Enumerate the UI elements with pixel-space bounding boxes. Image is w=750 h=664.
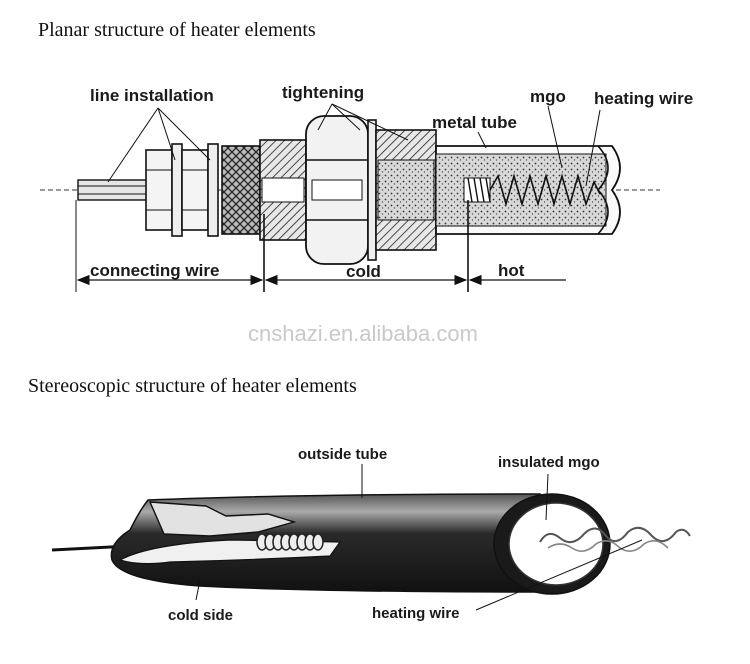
mgo-filling xyxy=(435,153,607,227)
label-cold-side: cold side xyxy=(168,607,233,624)
stereo-leader-lines xyxy=(195,464,643,611)
label-outside-tube: outside tube xyxy=(298,446,387,463)
installation-washer-2 xyxy=(207,143,219,237)
label-tightening: tightening xyxy=(282,83,364,102)
installation-washer-1 xyxy=(171,143,183,237)
installation-nut-2 xyxy=(181,149,209,231)
label-mgo: mgo xyxy=(530,87,566,106)
planar-title: Planar structure of heater elements xyxy=(38,19,316,41)
stereo-drawing: outside tube insulated mgo cold side hea… xyxy=(51,446,691,624)
dimension-lines xyxy=(75,200,566,292)
label-cold: cold xyxy=(346,262,381,281)
stereo-title: Stereoscopic structure of heater element… xyxy=(28,375,357,397)
label-hot: hot xyxy=(498,261,525,280)
watermark: cnshazi.en.alibaba.com xyxy=(248,321,478,346)
label-metal-tube: metal tube xyxy=(432,113,517,132)
leader-lines xyxy=(107,103,601,187)
flange-gasket xyxy=(367,119,377,261)
planar-drawing: line installation tightening mgo heating… xyxy=(40,83,693,292)
label-stereo-heating-wire: heating wire xyxy=(372,605,460,622)
label-heating-wire: heating wire xyxy=(594,89,693,108)
installation-nut-1 xyxy=(145,149,173,231)
knurled-seal xyxy=(221,145,261,235)
connecting-rod xyxy=(77,179,149,201)
tube-cutaway-flap xyxy=(148,501,297,537)
label-connecting-wire: connecting wire xyxy=(90,261,219,280)
heating-coil xyxy=(463,173,601,207)
label-line-installation: line installation xyxy=(90,86,214,105)
label-insulated-mgo: insulated mgo xyxy=(498,454,600,471)
protruding-coil xyxy=(539,526,691,552)
stereo-heating-coil xyxy=(256,533,324,551)
